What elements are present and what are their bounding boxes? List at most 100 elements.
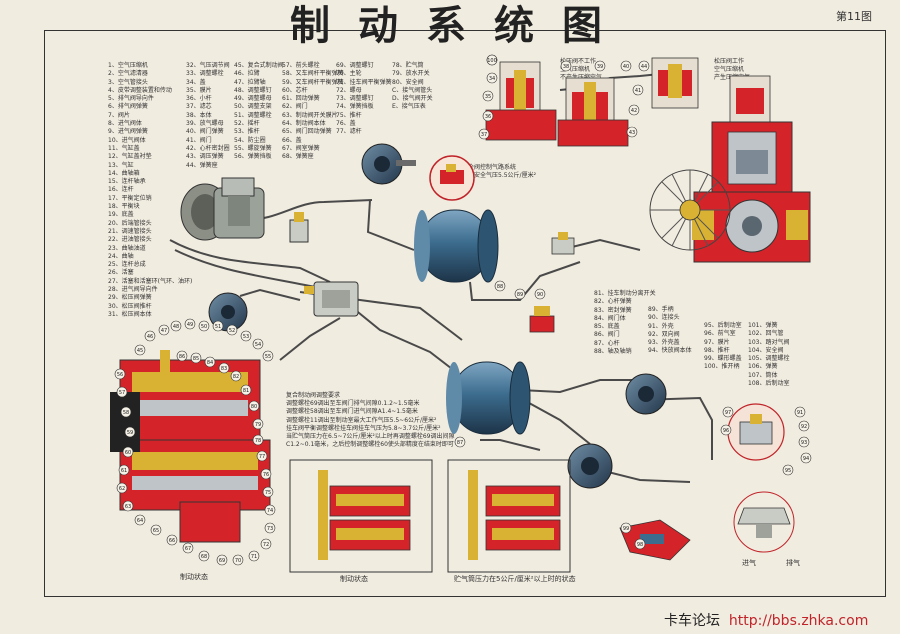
callout-label: 86 — [179, 354, 185, 360]
callout-bubble — [722, 406, 734, 418]
legend-entry: 当贮气筒压力在6.5~7公斤/厘米²以上时再调整螺栓69调出间隙 — [286, 433, 455, 441]
legend-entry: C、接气阀管头 — [392, 86, 433, 94]
front-brake-chamber — [361, 143, 416, 185]
callout-bubble — [240, 330, 252, 342]
callout-bubble — [638, 60, 650, 72]
legend-entry: 63、制动阀开关膜片 — [282, 111, 338, 119]
caption-air-out: 排气 — [786, 559, 800, 567]
callout-bubble — [798, 436, 810, 448]
callout-label: 96 — [723, 428, 729, 434]
callout-label: 55 — [265, 354, 271, 360]
callout-label: 34 — [489, 76, 495, 82]
legend-entry: 84、阀门体 — [594, 314, 626, 322]
legend-entry: 93、外壳盖 — [648, 339, 680, 347]
callout-bubble — [116, 482, 128, 494]
callout-bubble — [134, 514, 146, 526]
legend-entry: 28、进气阀导向件 — [108, 286, 158, 294]
callout-label: 87 — [457, 440, 463, 446]
legend-entry: 39、放气螺母 — [186, 120, 224, 128]
callout-bubble — [184, 318, 196, 330]
legend-entry: 69、调整螺钉 — [336, 62, 374, 69]
legend-entry: 107、筒体 — [748, 371, 778, 379]
rear-brake-chamber-b — [567, 443, 613, 489]
double-check-valve — [551, 232, 575, 255]
callout-label: 91 — [797, 410, 803, 416]
callout-bubble — [534, 288, 546, 300]
callout-bubble — [486, 72, 498, 84]
callout-bubble — [262, 486, 274, 498]
legend-entry: 70、主轮 — [336, 70, 362, 78]
legend-entry: D、接气阀开关 — [392, 95, 433, 103]
legend-entry: 81、挂车制动分离开关 — [594, 290, 656, 297]
callout-bubble — [118, 464, 130, 476]
legend-entry: 92、双向阀 — [648, 330, 680, 338]
callout-bubble — [248, 400, 260, 412]
callout-label: 48 — [173, 324, 179, 330]
air-tank-upper — [414, 209, 499, 283]
legend-entry: 9、进气阀弹簧 — [108, 128, 148, 136]
legend-entry: 18、平衡块 — [108, 203, 140, 211]
callout-label: 35 — [485, 94, 491, 100]
callout-bubble — [240, 384, 252, 396]
legend-entry: 17、平衡定位销 — [108, 194, 152, 202]
callout-label: 85 — [193, 356, 199, 362]
legend-entry: 68、弹簧座 — [282, 153, 314, 161]
note-relief-valve: 安全阀控制气路系统最大安全气压5.5公斤/厘米² — [462, 164, 536, 180]
page-number: 第11图 — [836, 10, 872, 23]
legend-entry: 67、阀室弹簧 — [282, 144, 320, 152]
legend-entry: 26、活塞 — [108, 269, 134, 277]
callout-label: 57 — [119, 390, 125, 396]
legend-entry: 11、气缸盖 — [108, 144, 140, 152]
callout-bubble — [594, 60, 606, 72]
legend-entry: 42、心杆密封圈 — [186, 144, 230, 152]
legend-entry: 86、阀门 — [594, 331, 620, 339]
callout-bubble — [634, 538, 646, 550]
legend-entry: 41、阀门 — [186, 136, 212, 144]
legend-entry: 108、后制动室 — [748, 380, 790, 388]
legend-entry: 52、摇杆 — [234, 120, 260, 128]
callout-label: 98 — [637, 542, 643, 548]
compressor-cutaway — [692, 121, 811, 263]
legend-entry: 54、防尘圈 — [234, 136, 266, 144]
legend-entry: 97、膜片 — [704, 338, 730, 346]
callout-label: 77 — [259, 454, 265, 460]
legend-entry: 94、快放阀本体 — [648, 347, 692, 355]
callout-bubble — [620, 522, 632, 534]
legend-entry: E、接气压表 — [392, 103, 426, 111]
callout-bubble — [204, 356, 216, 368]
legend-entry: 32、气压调节阀 — [186, 62, 230, 69]
legend-entry: 102、回气管 — [748, 330, 784, 338]
callout-bubble — [230, 370, 242, 382]
caption-air-in: 进气 — [742, 559, 756, 567]
caption-brake-view-2: 制动状态 — [340, 575, 368, 583]
callout-label: 88 — [497, 284, 503, 290]
legend-entry: 76、盖 — [336, 120, 356, 128]
legend-entry: 16、连杆 — [108, 186, 134, 194]
legend-entry: 8、进气阀体 — [108, 120, 142, 128]
callout-bubble — [122, 446, 134, 458]
callout-bubble — [262, 350, 274, 362]
callout-label: 95 — [785, 468, 791, 474]
footer-site[interactable]: http://bbs.zhka.com — [728, 613, 869, 629]
callout-label: 51 — [215, 324, 221, 330]
callout-bubble — [198, 320, 210, 332]
callout-bubble — [264, 504, 276, 516]
legend-entry: 87、心杆 — [594, 339, 620, 347]
callout-bubble — [454, 436, 466, 448]
legend-entry: 89、手柄 — [648, 306, 674, 313]
callout-label: 49 — [187, 322, 193, 328]
legend-entry: 调整螺栓11调出至制动室最大工作气压5.5~6公斤/厘米² — [286, 416, 437, 424]
legend-entry: 2、空气滤清器 — [108, 70, 148, 78]
callout-label: 36 — [485, 114, 491, 120]
callout-numbers: 3334353637383940414243444546474849505152… — [114, 54, 812, 566]
callout-label: 79 — [255, 422, 261, 428]
legend-entry: 40、阀门弹簧 — [186, 128, 224, 136]
legend-entry: 61、回动弹簧 — [282, 95, 320, 103]
callout-bubble — [252, 338, 264, 350]
legend-entry: 复合制动阀调整要求 — [286, 392, 341, 399]
callout-bubble — [632, 84, 644, 96]
